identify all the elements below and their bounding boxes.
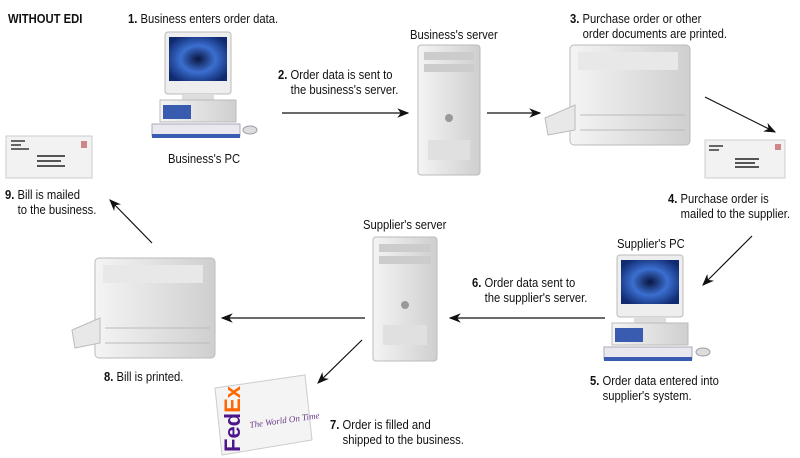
business-server-image [417,44,481,176]
business-printer-image [544,44,691,146]
arrow-step5 [702,235,753,286]
step-8: 8. Bill is printed. [104,370,184,384]
envelope-to-business-image [5,135,93,179]
fedex-logo: FedEx [220,385,245,452]
business-pc-image [151,31,258,138]
supplier-printer-image [71,257,216,359]
label-business-server: Business's server [410,28,498,42]
arrow-step9 [109,199,153,244]
envelope-to-supplier-image [704,139,786,179]
fedex-box-image: FedEx The World On Time [214,374,320,456]
label-supplier-server: Supplier's server [363,218,447,232]
label-supplier-pc: Supplier's PC [617,237,685,251]
supplier-server-image [372,236,438,362]
diagram-title: WITHOUT EDI [8,12,83,26]
arrow-step4 [704,96,777,133]
supplier-pc-image [603,254,711,361]
step-1: 1. Business enters order data. [128,12,279,26]
label-business-pc: Business's PC [168,152,241,166]
arrow-step7 [317,339,363,384]
